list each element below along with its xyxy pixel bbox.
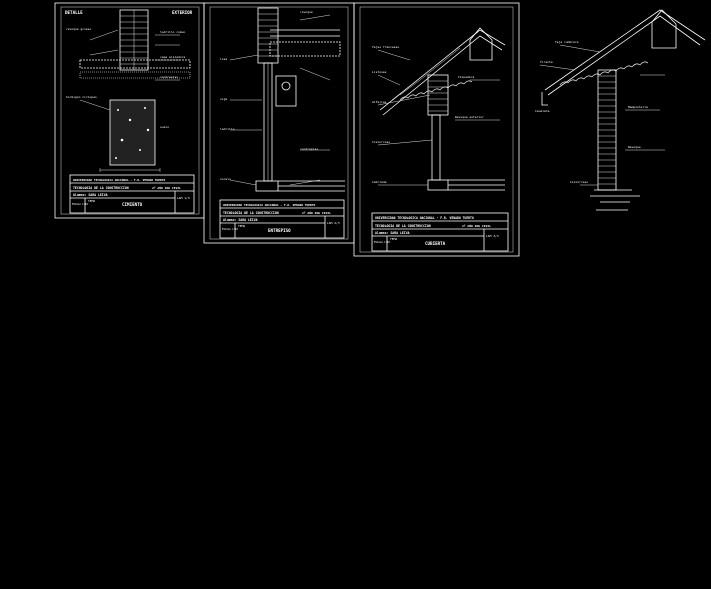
label: Alfajias [372,100,387,104]
course: 2º AÑO ING CIVIL [302,210,331,215]
student: Alumno: SARA LEIVA [375,231,410,235]
label: viga [220,97,227,101]
label: Revoque [628,145,641,149]
label: Clavadera [458,75,474,79]
subject: TECNOLOGIA DE LA CONSTRUCCION [73,186,129,190]
label: ladrillo comun [160,30,185,34]
subject: TECNOLOGIA DE LA CONSTRUCCION [375,224,431,228]
sheet-cimiento: DETALLE EXTERIOR revoque grueso ladrillo… [54,2,205,219]
institution: UNIVERSIDAD TECNOLOGICA NACIONAL - F.R. … [375,216,474,220]
course: 2º AÑO ING CIVIL [462,223,491,228]
label: zocalo [220,177,231,181]
sheet-number: LAM 1/3 [177,196,190,200]
sheet-entrepiso: losa viga ladrillo revoque zocalo contra… [203,2,355,244]
label: Canaleta [535,109,550,113]
student: Alumno: SARA LEIVA [223,218,258,222]
label: Mamposteria [628,105,648,109]
theme: CUBIERTA [425,241,446,246]
label: losa [220,57,227,61]
theme: CIMIENTO [122,202,143,207]
label: Cielorraso [372,140,390,144]
label: Listones [372,70,387,74]
label: contrapiso [160,75,178,79]
student: Alumno: SARA LEIVA [73,193,108,197]
label: Cielorraso [570,180,588,184]
sheet-number: LAM 3/3 [486,234,499,238]
label: revoque [300,10,313,14]
label: Teja cumbrera [555,40,579,44]
label: hormigon ciclopeo [66,95,97,99]
label: capa aisladora [160,55,185,59]
theme: ENTREPISO [268,228,291,233]
sheet-cubierta: Tejas francesas Listones Clavadera Alfaj… [353,2,520,257]
header-left: DETALLE [65,10,83,15]
header-right: EXTERIOR [172,10,193,15]
label: Cabriada [372,180,387,184]
label: Tejas francesas [372,45,399,49]
sheet-number: LAM 2/3 [327,221,340,225]
subject: TECNOLOGIA DE LA CONSTRUCCION [223,211,279,215]
institution: UNIVERSIDAD TECNOLOGICA NACIONAL - F.R. … [223,203,315,207]
institution: UNIVERSIDAD TECNOLOGICA NACIONAL - F.R. … [73,178,165,182]
scale: ESCALA 1:10 [72,203,88,206]
theme-label: TEMA [238,224,245,228]
label: Revoque exterior [455,115,484,119]
label: contrapiso [300,147,318,151]
theme-label: TEMA [88,199,95,203]
scale: ESCALA 1:10 [222,228,238,231]
label: ladrillo [220,127,235,131]
course: 2º AÑO ING CIVIL [152,185,181,190]
label: Tirante [540,60,553,64]
scale: ESCALA 1:10 [374,241,390,244]
detail-cubierta-loose: Teja cumbrera Tirante Canaleta Mamposter… [535,9,706,211]
label: suelo [160,125,169,129]
label: revoque grueso [66,27,91,31]
theme-label: TEMA [390,237,397,241]
